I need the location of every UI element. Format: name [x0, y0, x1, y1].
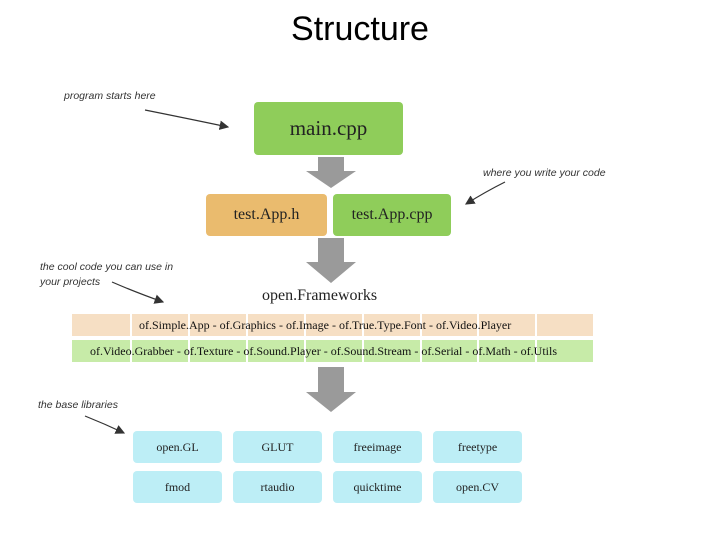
library-box: fmod: [133, 471, 222, 503]
pointer-arrow-program: [144, 109, 230, 130]
flow-arrow-2: [306, 238, 356, 283]
library-label: quicktime: [353, 479, 402, 494]
openframeworks-label: open.Frameworks: [262, 287, 378, 304]
annotation-cool-code-line1: the cool code you can use in: [40, 261, 174, 273]
library-box: rtaudio: [233, 471, 322, 503]
library-label: freeimage: [353, 439, 402, 454]
library-label: open.CV: [456, 479, 499, 494]
pointer-arrow-base: [84, 415, 126, 434]
library-label: open.GL: [156, 439, 199, 454]
page-title: Structure: [291, 10, 429, 48]
annotation-where-you-write: where you write your code: [483, 167, 606, 179]
flow-arrow-3: [306, 367, 356, 412]
library-box: freeimage: [333, 431, 422, 463]
framework-row-1: [72, 314, 593, 336]
flow-arrow-1: [306, 157, 356, 188]
pointer-arrow-write: [464, 181, 506, 205]
testapp-cpp-box: test.App.cpp: [333, 194, 451, 236]
framework-row-2: [72, 340, 593, 362]
framework-row-2-text: of.Video.Grabber - of.Texture - of.Sound…: [90, 343, 557, 358]
annotation-program-starts: program starts here: [64, 90, 156, 102]
library-box: freetype: [433, 431, 522, 463]
library-label: GLUT: [261, 439, 294, 454]
library-box: GLUT: [233, 431, 322, 463]
library-box: quicktime: [333, 471, 422, 503]
pointer-arrow-cool: [111, 281, 165, 304]
framework-row-1-text: of.Simple.App - of.Graphics - of.Image -…: [139, 317, 512, 332]
main-cpp-box: main.cpp: [254, 102, 403, 155]
library-label: fmod: [164, 479, 191, 494]
testapp-h-label: test.App.h: [233, 206, 300, 223]
testapp-cpp-label: test.App.cpp: [351, 206, 433, 223]
library-box: open.CV: [433, 471, 522, 503]
library-box: open.GL: [133, 431, 222, 463]
library-label: rtaudio: [260, 479, 295, 494]
annotation-base-libraries: the base libraries: [38, 399, 118, 411]
annotation-cool-code-line2: your projects: [40, 276, 101, 288]
library-label: freetype: [457, 439, 498, 454]
testapp-h-box: test.App.h: [206, 194, 327, 236]
main-cpp-label: main.cpp: [289, 116, 368, 140]
